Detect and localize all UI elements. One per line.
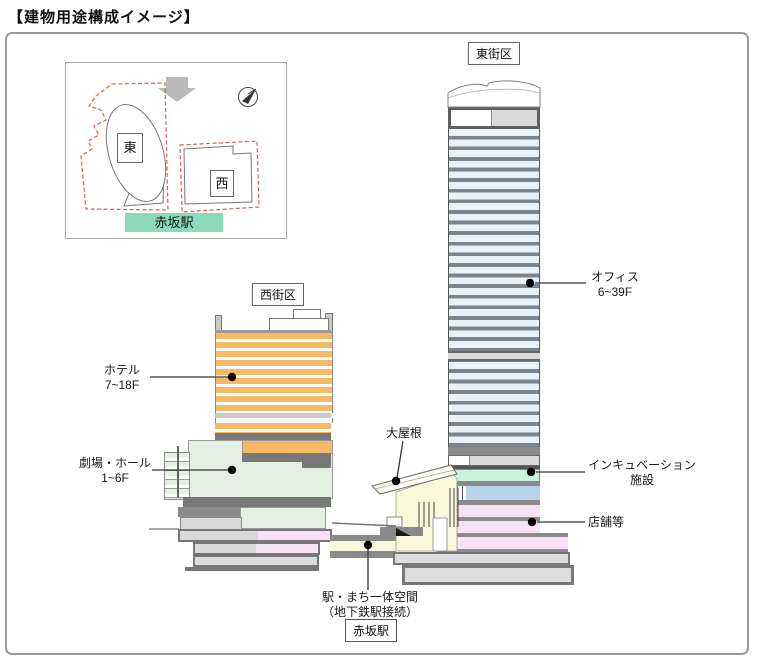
east-basement-slab-top (437, 533, 568, 537)
office-floors (448, 129, 540, 447)
east-crown-band-gray (491, 110, 537, 126)
theater-label: 劇場・ホール 1~6F (78, 456, 152, 486)
shop-floor-2 (456, 521, 540, 533)
incubation-label-line2: 施設 (629, 473, 654, 488)
west-basement-bottom (185, 567, 319, 571)
shops-label: 店舗等 (588, 515, 625, 529)
station-space-line1: 駅・まち一体空間 (321, 590, 418, 604)
east-columns-2 (448, 505, 456, 517)
theater-label-name: 劇場・ホール (78, 456, 151, 470)
compass-icon (238, 87, 258, 107)
east-basement-row2 (402, 565, 574, 585)
big-roof-label: 大屋根 (386, 426, 423, 440)
east-slab-1 (448, 482, 540, 486)
office-label: オフィス 6~39F (584, 270, 646, 300)
theater-orange-mezzanine (242, 440, 333, 454)
page-title: 【建物用途構成イメージ】 (8, 9, 200, 26)
east-mech-light-band (448, 455, 540, 466)
east-basement-shops (437, 537, 568, 552)
east-slab-3 (448, 517, 540, 521)
east-district-label: 東街区 (468, 42, 521, 65)
east-dark-line (448, 466, 540, 469)
west-lower-gray-band (178, 507, 240, 517)
west-parcel-outline (179, 140, 260, 213)
incubation-label: インキュベーション 施設 (586, 458, 698, 488)
akasaka-station-box: 赤坂駅 (345, 619, 398, 642)
hotel-label-floors: 7~18F (104, 378, 140, 393)
west-district-label: 西街区 (252, 283, 305, 306)
site-plan-inset (65, 62, 287, 239)
west-transfer-slab (215, 433, 331, 440)
theater-lower-level (240, 507, 326, 529)
west-ground-slab (183, 497, 331, 507)
east-mech-white-part (449, 456, 470, 465)
office-label-name: オフィス (591, 270, 639, 284)
hotel-label: ホテル 7~18F (94, 363, 150, 393)
passage-top-slab (330, 535, 396, 541)
west-basement-row3 (193, 555, 319, 567)
commercial-blue-floor (466, 486, 540, 500)
passage-bottom-slab (330, 551, 396, 558)
west-basement-row1-shops (258, 531, 330, 540)
east-columns-1 (448, 486, 466, 500)
west-basement-row2 (193, 542, 320, 555)
east-mech-dark-band (448, 447, 540, 455)
west-basement-row2-shops (256, 544, 318, 553)
station-town-passage (330, 541, 396, 551)
incubation-label-line1: インキュベーション (588, 458, 696, 472)
hotel-floors (215, 333, 333, 413)
incubation-floor (448, 469, 540, 482)
west-roof-slab (215, 330, 331, 333)
inset-west-label: 西 (210, 170, 234, 197)
station-space-line2: （地下鉄駅接続） (321, 605, 418, 620)
west-mech-band (215, 413, 331, 418)
inset-station-bar: 赤坂駅 (125, 213, 223, 232)
theater-label-floors: 1~6F (101, 471, 129, 486)
theater-dark-slab-step (302, 462, 331, 468)
hotel-lower-floor (215, 423, 331, 433)
office-label-floors: 6~39F (597, 285, 633, 300)
inset-east-label: 東 (117, 133, 143, 163)
east-columns-3 (448, 521, 456, 533)
shop-floor-1 (456, 505, 540, 517)
down-arrow-icon (158, 77, 196, 102)
east-basement-row1 (393, 552, 570, 565)
hotel-label-name: ホテル (103, 363, 140, 377)
east-slab-2 (448, 500, 540, 505)
east-crown-band (448, 107, 540, 129)
station-space-label: 駅・まち一体空間 （地下鉄駅接続） (310, 590, 430, 620)
office-refuge-floor (448, 351, 540, 361)
theater-dark-slab (242, 453, 331, 462)
west-side-stair-post (177, 446, 179, 498)
west-white-band (215, 418, 333, 423)
west-basement-row1 (178, 529, 332, 542)
